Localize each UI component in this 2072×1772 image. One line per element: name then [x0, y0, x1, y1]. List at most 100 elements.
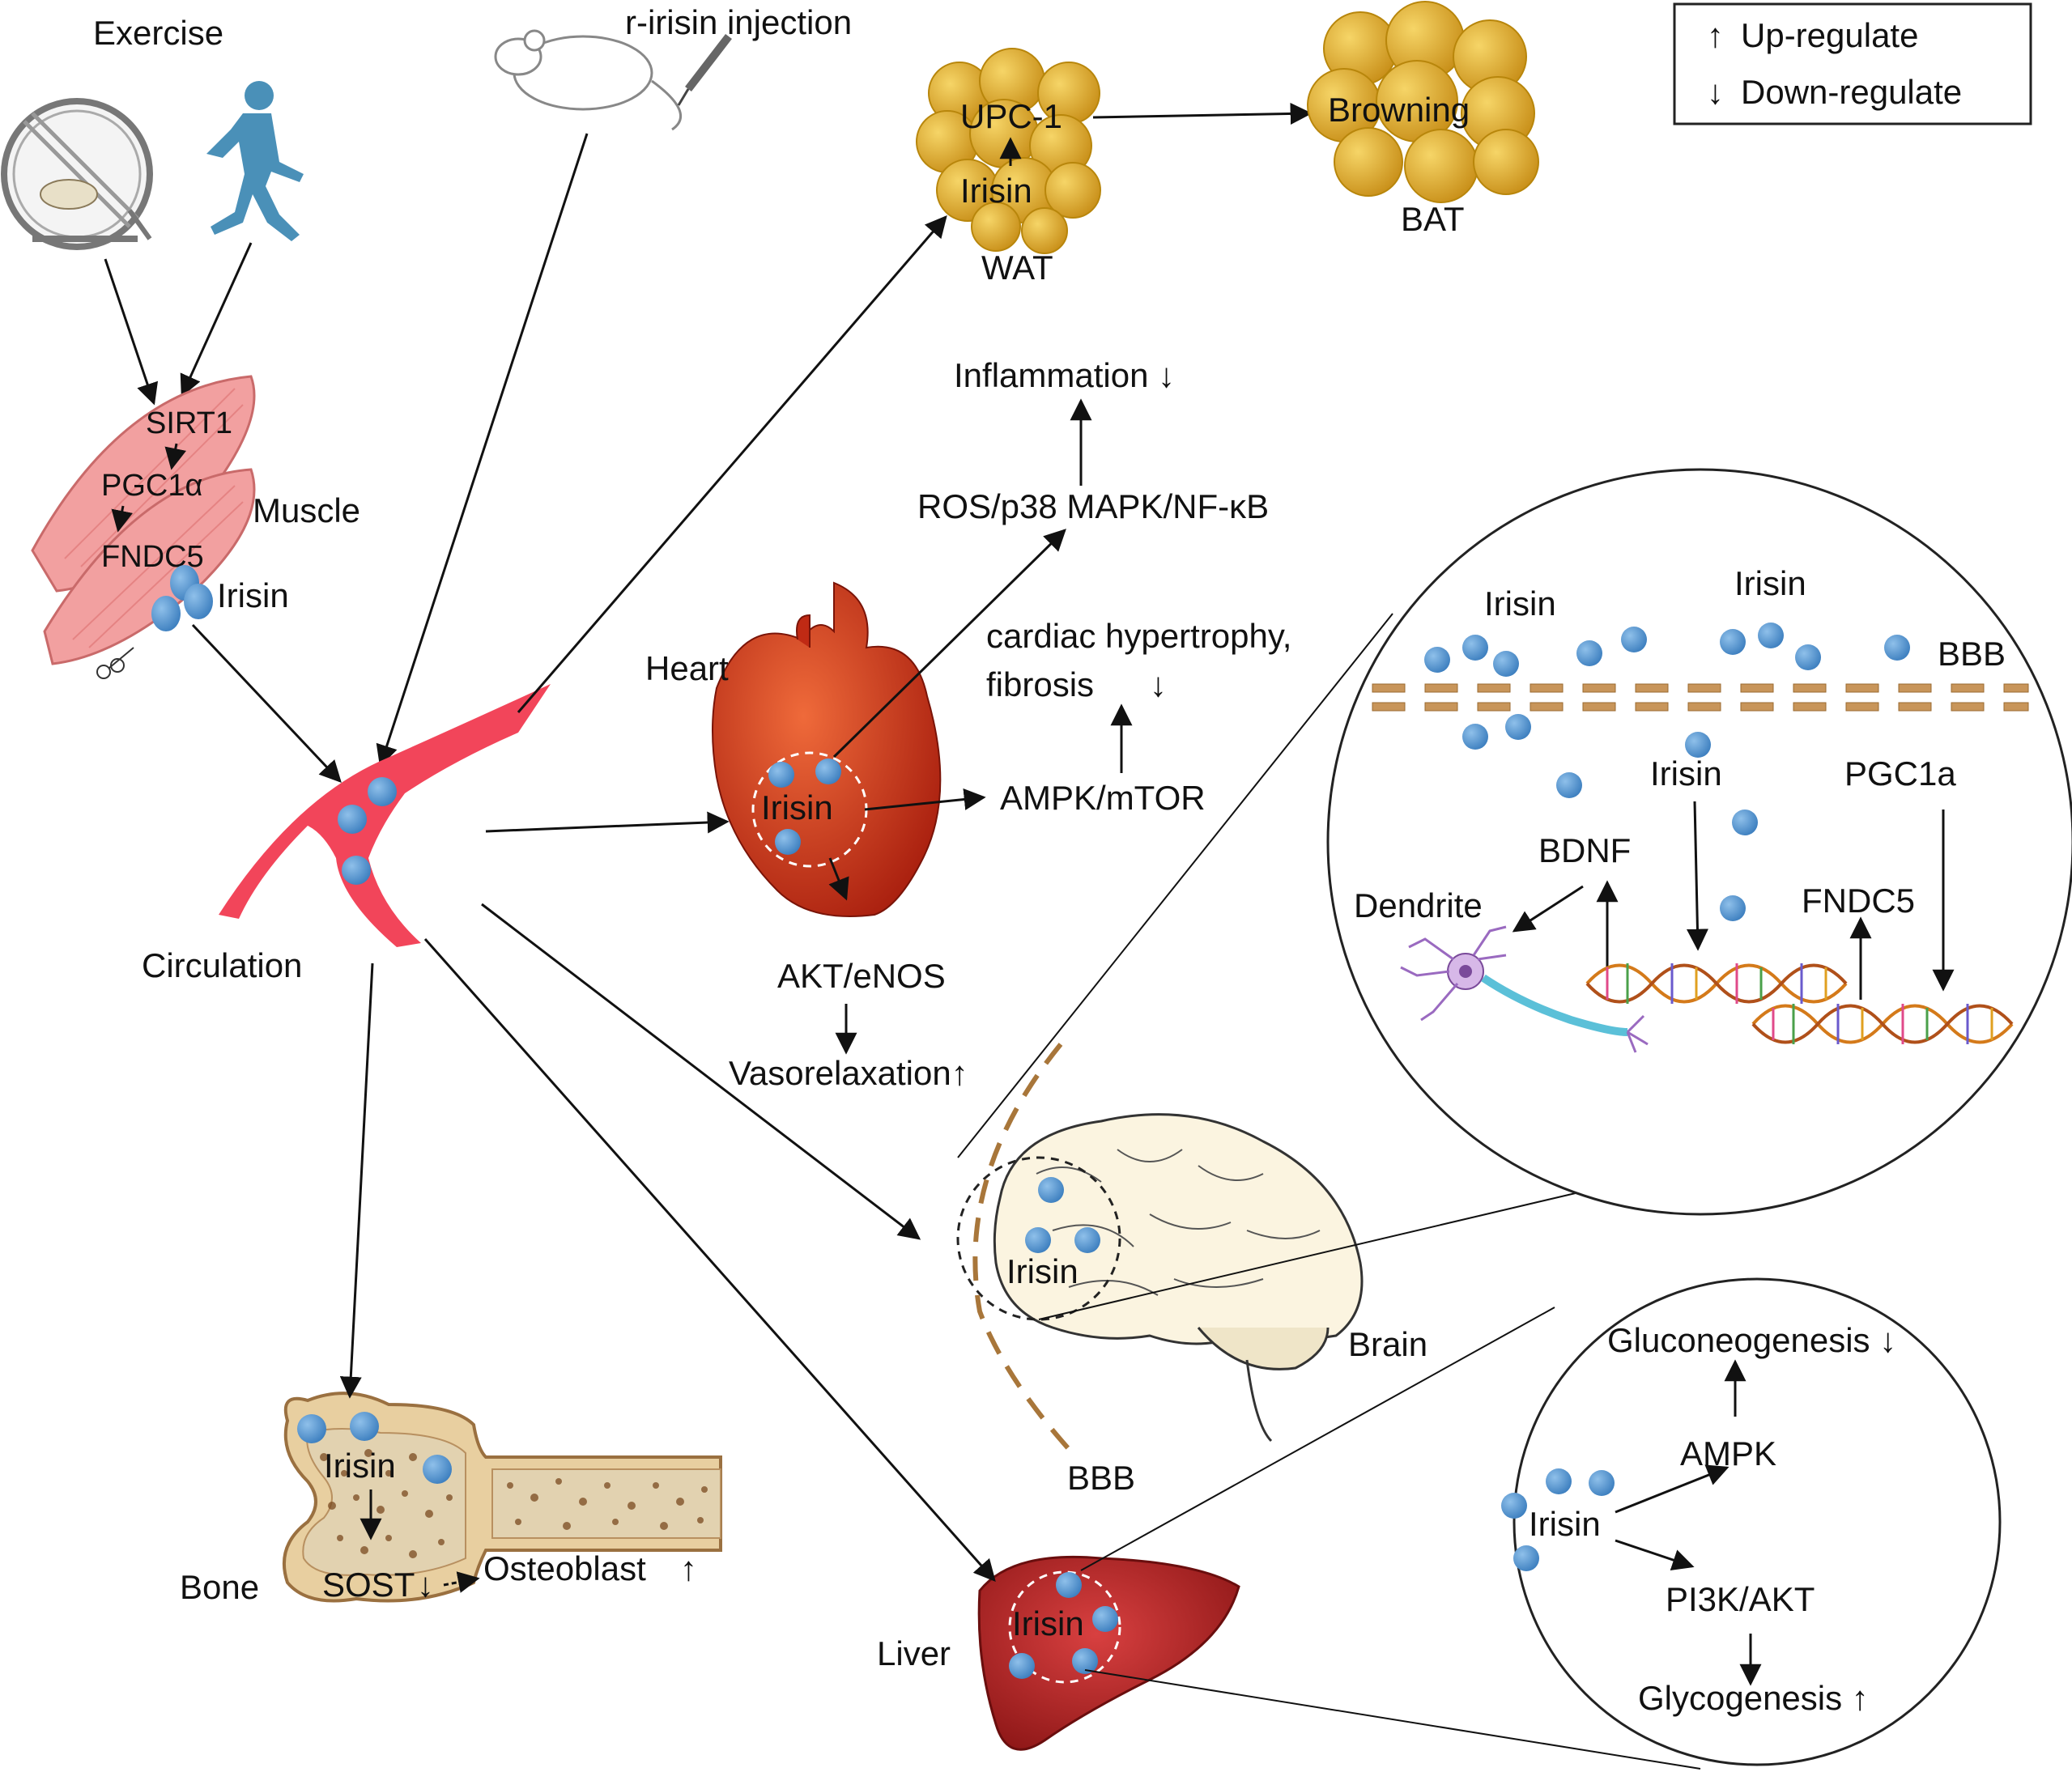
brain-zoom-connector-top: [957, 613, 1393, 1158]
arrow-sost-to-osteoblast: [443, 1571, 480, 1593]
mouse-icon: [494, 29, 682, 131]
hypertrophy-down-arrow: ↓: [1150, 665, 1167, 703]
liver-zoom-pi3k: PI3K/AKT: [1666, 1580, 1815, 1618]
arrow-injection-to-circulation: [376, 133, 589, 767]
legend: ↑ Up-regulate ↓ Down-regulate: [1673, 2, 2032, 125]
blood-vessel-icon: [219, 684, 551, 947]
arrow-heart-to-ampk-mtor: [864, 788, 986, 811]
brain-bbb-dashed-line: [972, 1043, 1071, 1451]
liver-zoom-connector-bottom: [1084, 1669, 1701, 1770]
brain-zoom-irisin-c: Irisin: [1650, 754, 1722, 793]
bone-sost-label: SOST: [322, 1566, 415, 1604]
arrow-irisin-to-ampk: [1615, 1464, 1730, 1514]
neuron-icon: [1400, 925, 1649, 1053]
liver-label: Liver: [877, 1634, 951, 1672]
wat-label: WAT: [981, 249, 1053, 287]
brain-zoom-panel: Irisin Irisin BBB Irisin PGC1a BDNF Dend…: [1326, 468, 2072, 1216]
arrow-circulation-to-wat: [517, 215, 947, 713]
legend-box: [1673, 2, 2032, 125]
arrow-wheel-to-muscle: [104, 258, 159, 406]
brain-icon: [956, 1043, 1364, 1451]
brain-irisin-dots: [1025, 1177, 1100, 1253]
brain-zoom-dendrite: Dendrite: [1354, 886, 1483, 924]
exercise-label: Exercise: [93, 14, 223, 52]
hypertrophy-label-line1: cardiac hypertrophy,: [986, 617, 1291, 655]
muscle-pgc1a: PGC1α: [101, 469, 202, 503]
brain-irisin-label: Irisin: [1006, 1252, 1079, 1290]
wat-fat-icon: [916, 48, 1101, 254]
hypertrophy-label-line2: fibrosis: [986, 665, 1094, 703]
wat-irisin-label: Irisin: [960, 172, 1032, 210]
liver-icon: [977, 1555, 1240, 1751]
bone-irisin-dots: [297, 1412, 452, 1484]
arrow-circulation-to-heart: [485, 811, 730, 834]
bat-fat-icon: [1307, 1, 1539, 203]
bone-irisin-label: Irisin: [324, 1447, 396, 1485]
heart-irisin-label: Irisin: [761, 788, 833, 827]
brain-zoom-bbb: BBB: [1938, 635, 2006, 673]
brain-zoom-pgc1a: PGC1a: [1844, 754, 1956, 793]
arrow-circulation-to-brain: [481, 903, 921, 1240]
akt-enos-label: AKT/eNOS: [777, 957, 946, 995]
arrow-heart-to-akt: [828, 857, 849, 901]
bat-browning-label: Browning: [1328, 91, 1470, 129]
brain-zoom-irisin-b: Irisin: [1734, 564, 1806, 602]
muscle-irisin-dots: [151, 565, 213, 631]
ros-pathway-label: ROS/p38 MAPK/NF-κB: [917, 487, 1269, 525]
heart-icon: [712, 581, 942, 917]
arrow-irisin-to-pi3k: [1615, 1539, 1695, 1571]
brain-zoom-bdnf: BDNF: [1538, 831, 1631, 869]
arrow-heart-to-ros: [832, 529, 1066, 759]
bone-sost-down-arrow: ↓: [417, 1566, 434, 1604]
bat-label: BAT: [1401, 200, 1465, 238]
arrow-upc1-to-browning: [1092, 102, 1313, 125]
bone-icon: [282, 1392, 722, 1603]
bone-label: Bone: [180, 1568, 259, 1606]
brain-bbb-label: BBB: [1067, 1459, 1135, 1497]
injection-label: r-irisin injection: [625, 3, 852, 41]
ampk-mtor-label: AMPK/mTOR: [1000, 779, 1206, 817]
brain-zoom-irisin-a: Irisin: [1484, 584, 1556, 623]
liver-zoom-irisin-dots: [1501, 1468, 1615, 1571]
legend-up-arrow: ↑: [1707, 16, 1724, 54]
arrow-pgc1a-to-fndc5: [111, 505, 134, 533]
scissors-icon: [96, 647, 134, 679]
circulation-irisin-dots: [338, 777, 397, 885]
muscle-sirt1: SIRT1: [146, 406, 232, 440]
bbb-membrane: [1372, 683, 2029, 712]
circulation-label: Circulation: [142, 946, 302, 984]
liver-zoom-glycogenesis: Glycogenesis ↑: [1638, 1679, 1869, 1717]
muscle-irisin-label: Irisin: [217, 576, 289, 614]
legend-down-text: Down-regulate: [1741, 73, 1962, 111]
liver-zoom-connector-top: [1080, 1307, 1555, 1571]
arrow-runner-to-muscle: [180, 242, 253, 397]
muscle-label: Muscle: [253, 491, 360, 529]
dna-helix-icon-right: [1751, 1004, 2014, 1044]
wat-upc1-label: UPC-1: [960, 97, 1062, 135]
exercise-wheel-icon: [1, 98, 153, 250]
legend-up-text: Up-regulate: [1741, 16, 1918, 54]
vasorelaxation-label: Vasorelaxation↑: [729, 1054, 968, 1092]
arrow-circulation-to-liver: [423, 938, 996, 1583]
liver-irisin-label: Irisin: [1012, 1604, 1084, 1642]
brain-zoom-irisin-dots: [1424, 623, 1910, 921]
heart-label: Heart: [645, 649, 729, 687]
arrow-irisin-to-dna: [1686, 801, 1708, 951]
brain-label: Brain: [1348, 1325, 1427, 1363]
legend-down-arrow: ↓: [1707, 73, 1724, 111]
arrow-muscle-to-circulation: [191, 623, 342, 783]
bone-osteoblast-up-arrow: ↑: [680, 1549, 697, 1587]
brain-zoom-fndc5: FNDC5: [1802, 882, 1915, 920]
heart-irisin-dots: [768, 759, 841, 855]
arrow-sirt1-to-pgc1a: [164, 443, 187, 470]
liver-zoom-dashed-circle: [1008, 1570, 1121, 1684]
dna-helix-icon-left: [1585, 963, 1848, 1004]
brain-zoom-dashed-circle: [956, 1156, 1121, 1321]
liver-zoom-panel: Gluconeogenesis ↓ AMPK Irisin PI3K/AKT G…: [1501, 1277, 2002, 1766]
liver-zoom-gluconeogenesis: Gluconeogenesis ↓: [1607, 1321, 1896, 1359]
bone-osteoblast-label: Osteoblast: [483, 1549, 646, 1587]
liver-zoom-irisin: Irisin: [1529, 1505, 1601, 1543]
syringe-icon: [677, 33, 732, 106]
liver-zoom-ampk: AMPK: [1680, 1434, 1776, 1472]
